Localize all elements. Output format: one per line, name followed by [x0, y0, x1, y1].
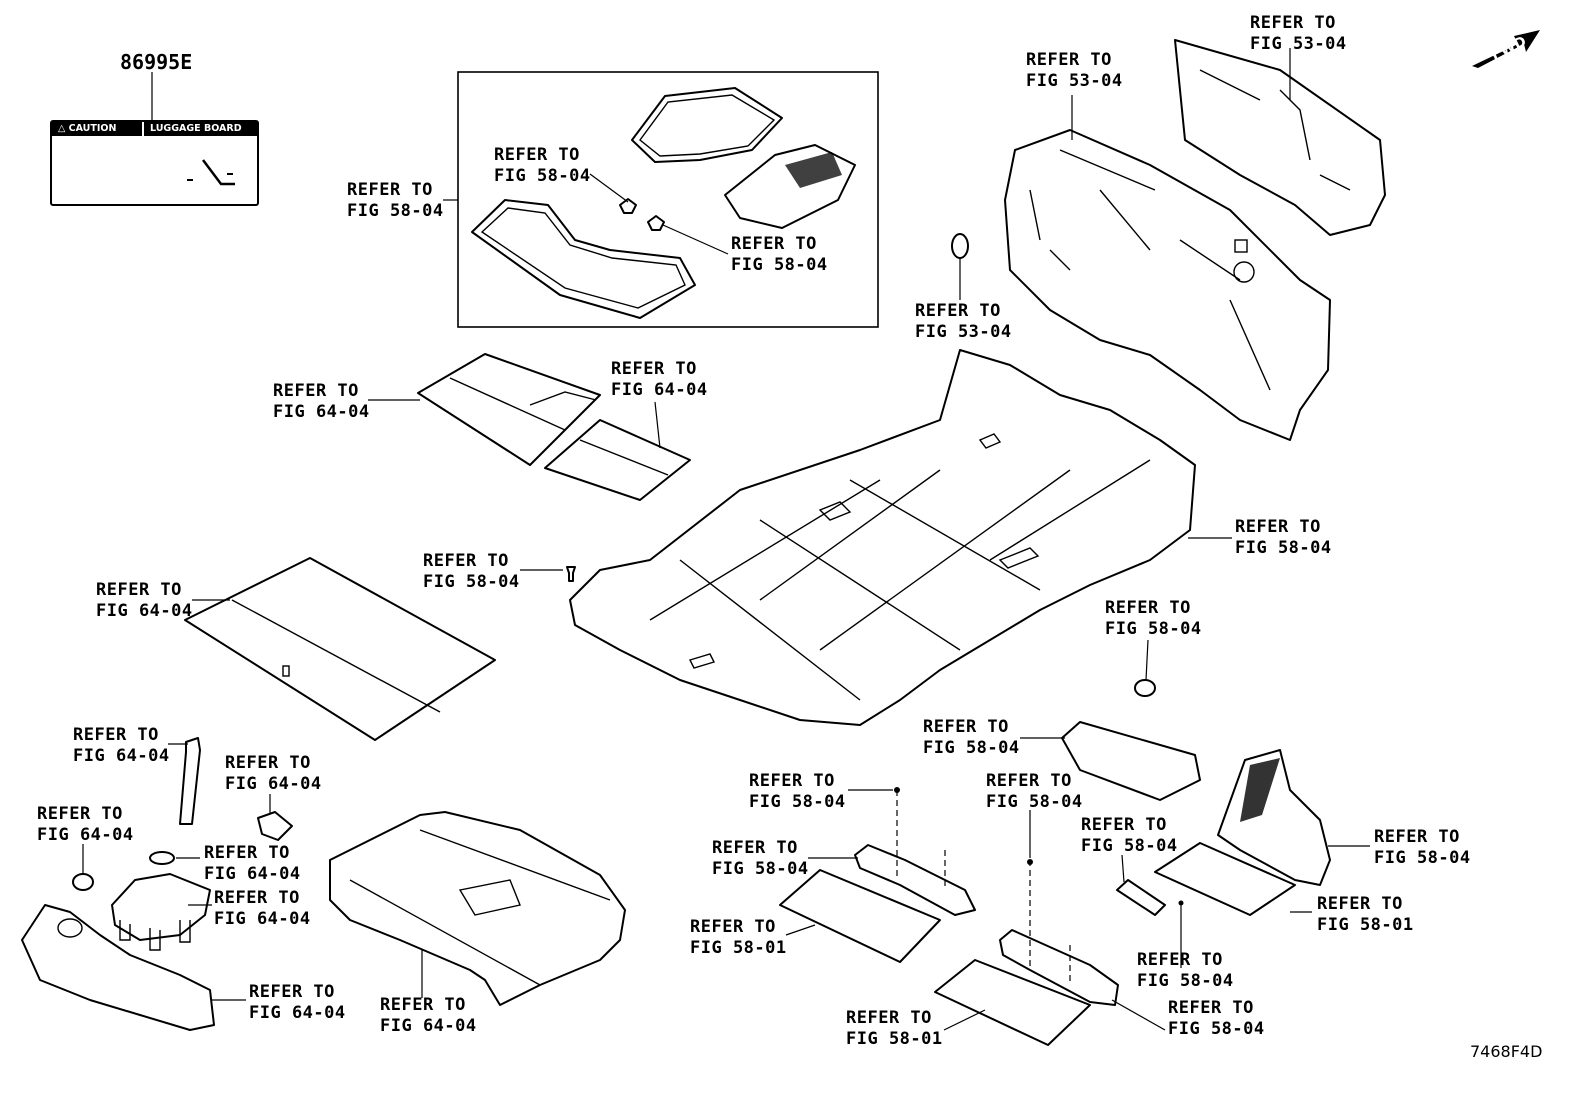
mat-clips [619, 198, 665, 231]
tire-holder [111, 873, 211, 941]
rear-foot-rest [1217, 749, 1331, 886]
rear-floor-mat-edge [639, 94, 776, 157]
washer [149, 851, 175, 865]
foot-rest-1 [854, 844, 976, 916]
caution-header: △ CAUTION LUGGAGE BOARD [52, 122, 257, 136]
tire-holder-legs [119, 920, 191, 951]
luggage-compartment-mat [329, 811, 626, 1006]
dash-upper-detail [1199, 69, 1351, 191]
dash-hole-2 [1233, 261, 1255, 283]
leader-clip-1 [589, 173, 629, 203]
dash-hole-1 [1234, 239, 1248, 253]
heel-pad [785, 152, 842, 188]
floor-carpet-holes [689, 433, 1040, 669]
floor-carpet-contours [649, 459, 1151, 701]
foot-rest-1-clip [894, 787, 900, 793]
caution-pictogram [187, 159, 235, 186]
luggage-mat-contours [349, 829, 611, 986]
side-tray-hole [57, 918, 83, 938]
front-floor-mat [724, 144, 856, 229]
leader-rear-clip-plate [1121, 854, 1125, 883]
rear-clip-plate [1116, 879, 1166, 916]
dash-insulator [1004, 129, 1331, 441]
cap [72, 873, 94, 891]
leader-foot-pad-1 [785, 924, 816, 936]
floor-clip [566, 566, 576, 582]
caution-text: △ CAUTION [52, 122, 144, 136]
grommet-right [1134, 679, 1156, 697]
deck-board-seam [231, 599, 441, 713]
floor-carpet [569, 349, 1196, 726]
rear-clip [1178, 900, 1184, 906]
deck-board [184, 557, 496, 741]
driver-floor-mat-edge [480, 207, 686, 309]
luggage-board-lower [544, 419, 691, 501]
tray-bracket [257, 811, 293, 841]
side-tray [21, 904, 215, 1031]
fwd-arrow-icon: FWD [1472, 30, 1540, 68]
leader-board-lower [654, 401, 661, 449]
leader-foot-rest-2 [1111, 999, 1166, 1031]
fwd-text: FWD [1489, 34, 1529, 64]
part-number[interactable]: 86995E [120, 50, 193, 74]
foot-pad-2 [934, 959, 1091, 1046]
foot-rest-2-dash [1029, 860, 1071, 985]
luggage-board-upper [417, 353, 601, 466]
side-carpet [1061, 721, 1201, 801]
diagram-code: 7468F4D [1470, 1042, 1543, 1061]
leader-grommet-right [1145, 639, 1149, 681]
dash-upper-silencer [1174, 39, 1386, 236]
rear-foot-rest-pad [1240, 758, 1280, 822]
deck-board-handle [282, 665, 290, 677]
luggage-board-text: LUGGAGE BOARD [150, 123, 242, 134]
luggage-board-upper-seam [449, 377, 597, 431]
foot-rest-1-dash [896, 790, 946, 890]
leader-clip-2 [662, 224, 729, 255]
rear-floor-mat [631, 87, 783, 163]
rear-foot-pad [1154, 842, 1296, 916]
grommet-upper [951, 233, 969, 259]
foot-rest-2-clip [1027, 859, 1033, 865]
caution-label[interactable]: △ CAUTION LUGGAGE BOARD [50, 120, 259, 206]
dash-insulator-detail [1029, 149, 1271, 391]
support-rod [179, 737, 201, 825]
foot-rest-2 [999, 929, 1119, 1006]
leader-foot-pad-2 [943, 1009, 986, 1031]
luggage-board-lower-seam [579, 439, 669, 476]
driver-floor-mat [471, 199, 696, 319]
foot-pad-1 [779, 869, 941, 963]
